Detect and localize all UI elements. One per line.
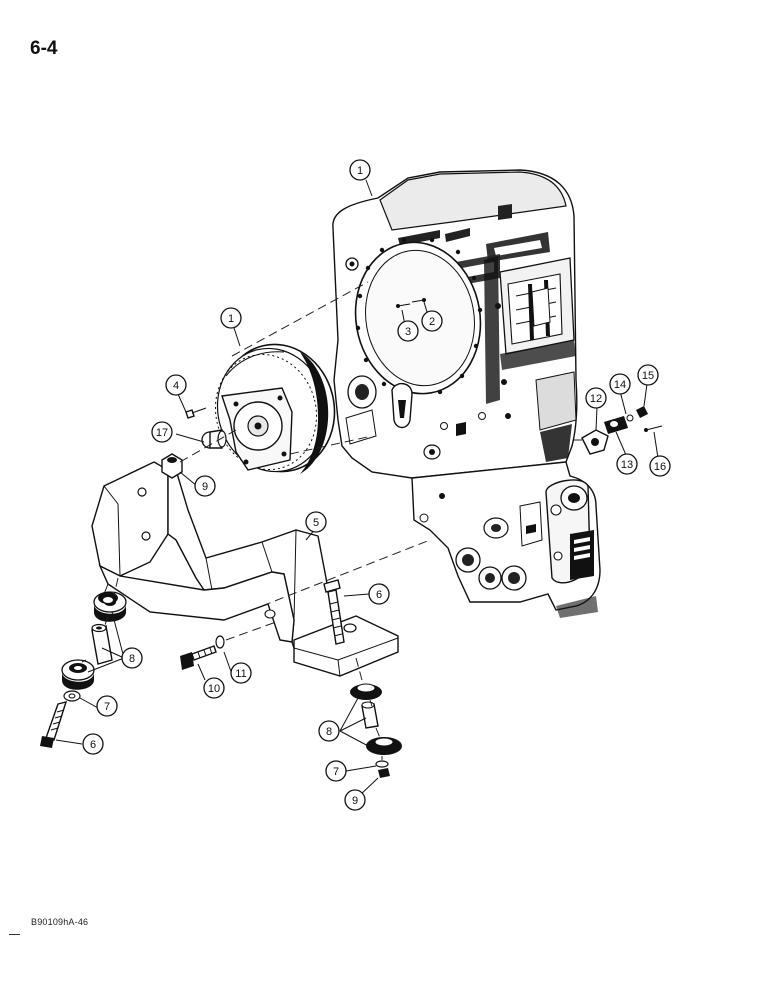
svg-text:10: 10 [208, 683, 220, 695]
nut-9-upper-drawing [161, 453, 183, 479]
callout-12: 12 [585, 387, 607, 409]
bolt-6-right-drawing [323, 579, 345, 645]
callout-4: 4 [165, 374, 187, 396]
svg-text:9: 9 [352, 795, 358, 807]
callout-8-right: 8 [318, 720, 340, 742]
svg-text:8: 8 [326, 726, 332, 738]
callout-10: 10 [203, 677, 225, 699]
callout-9-upper: 9 [194, 475, 216, 497]
assembly-lines [81, 281, 582, 760]
svg-text:17: 17 [156, 427, 168, 439]
callout-1-housing: 1 [349, 159, 371, 181]
callout-17: 17 [151, 421, 173, 443]
callout-8-left: 8 [121, 647, 143, 669]
svg-text:5: 5 [313, 517, 319, 529]
callout-9-lower: 9 [344, 789, 366, 811]
mounting-bracket-drawing [91, 461, 399, 677]
svg-text:14: 14 [614, 379, 626, 391]
callout-6-left: 6 [82, 733, 104, 755]
svg-text:1: 1 [228, 313, 234, 325]
bolt-10-drawing [180, 645, 217, 670]
bolt-6-left-drawing [40, 701, 68, 748]
washer-11-drawing [215, 635, 225, 649]
svg-text:6: 6 [376, 589, 382, 601]
cover-plate-group-drawing [581, 406, 663, 455]
callout-1-converter: 1 [220, 307, 242, 329]
callout-5: 5 [305, 511, 327, 533]
callout-6-right: 6 [368, 583, 390, 605]
callout-7-right: 7 [325, 760, 347, 782]
transmission-housing-drawing [332, 169, 601, 618]
callout-13: 13 [616, 453, 638, 475]
svg-text:13: 13 [621, 459, 633, 471]
corner-mark [9, 934, 20, 935]
svg-text:8: 8 [129, 653, 135, 665]
svg-text:7: 7 [333, 766, 339, 778]
svg-text:9: 9 [202, 481, 208, 493]
svg-text:7: 7 [104, 701, 110, 713]
svg-text:2: 2 [429, 316, 435, 328]
callout-16: 16 [649, 455, 671, 477]
svg-text:1: 1 [357, 165, 363, 177]
isolator-left-drawing [61, 591, 127, 702]
bushing-17-drawing [201, 429, 227, 449]
svg-text:11: 11 [235, 668, 246, 680]
svg-text:3: 3 [405, 326, 411, 338]
svg-text:15: 15 [642, 370, 654, 382]
figure-code: B90109hA-46 [31, 917, 89, 927]
svg-text:4: 4 [173, 380, 179, 392]
callouts [55, 179, 659, 798]
screw-4-drawing [185, 407, 207, 419]
isolator-right-drawing [350, 683, 402, 778]
svg-text:12: 12 [590, 393, 602, 405]
callout-3: 3 [397, 320, 419, 342]
callout-15: 15 [637, 364, 659, 386]
callout-11: 11 [230, 662, 252, 684]
svg-text:6: 6 [90, 739, 96, 751]
page-number: 6-4 [30, 38, 58, 59]
callout-7-left: 7 [96, 695, 118, 717]
callout-2: 2 [421, 310, 443, 332]
svg-text:16: 16 [654, 461, 666, 473]
pins-2-3-drawing [396, 298, 426, 308]
callout-14: 14 [609, 373, 631, 395]
torque-converter-drawing [214, 343, 336, 474]
